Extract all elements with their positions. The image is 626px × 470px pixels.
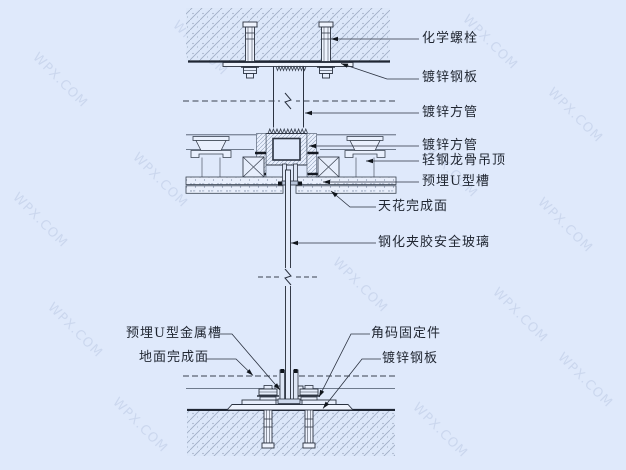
label-square-tube-lower: 镀锌方管 [422,138,479,153]
bracket-bolt-nut-left [257,385,279,401]
floor-anchor-bolt-left [261,409,275,449]
label-tempered-laminated-glass: 钢化夹胶安全玻璃 [378,235,491,250]
label-angle-bracket-fixing: 角码固定件 [371,326,442,341]
label-embedded-u-metal-channel: 预埋U型金属槽 [126,326,222,341]
label-embedded-u-channel: 预埋U型槽 [422,174,490,189]
floor-u-channel [277,369,301,404]
hanger-square-tube [273,66,304,128]
bracket-bolt-nut-right [298,385,320,401]
blocking-box-left [242,156,265,178]
floor-anchor-bolt-right [302,409,316,449]
bolt-nut-left [241,66,259,79]
label-galvanized-plate-bottom: 镀锌钢板 [382,351,439,366]
bolt-nut-right [317,66,335,79]
break-line-glass [258,268,318,286]
chemical-anchor-bolt-left [242,21,258,62]
leader-lines [206,38,419,409]
ceiling-keel-right [344,136,386,177]
label-light-steel-keel-ceiling: 轻钢龙骨吊顶 [422,153,507,168]
steel-plate-top [222,62,354,72]
leader-arrows [246,36,373,409]
floor-steel-plate [225,404,355,411]
ceiling-structural-slab [186,8,390,63]
floor-structural-slab [187,408,395,456]
label-ceiling-finish-surface: 天花完成面 [378,199,449,214]
floor-finish-lines [183,375,395,389]
label-galvanized-plate-top: 镀锌钢板 [422,70,479,85]
label-chemical-bolt: 化学螺栓 [422,31,479,46]
blocking-box-right [317,156,340,178]
square-tube-section [255,127,319,178]
ceiling-keel-left [190,136,232,177]
chemical-anchor-bolt-right [318,21,334,62]
break-line-upper [183,92,397,110]
label-floor-finish-surface: 地面完成面 [139,350,210,365]
label-square-tube-upper: 镀锌方管 [422,105,479,120]
